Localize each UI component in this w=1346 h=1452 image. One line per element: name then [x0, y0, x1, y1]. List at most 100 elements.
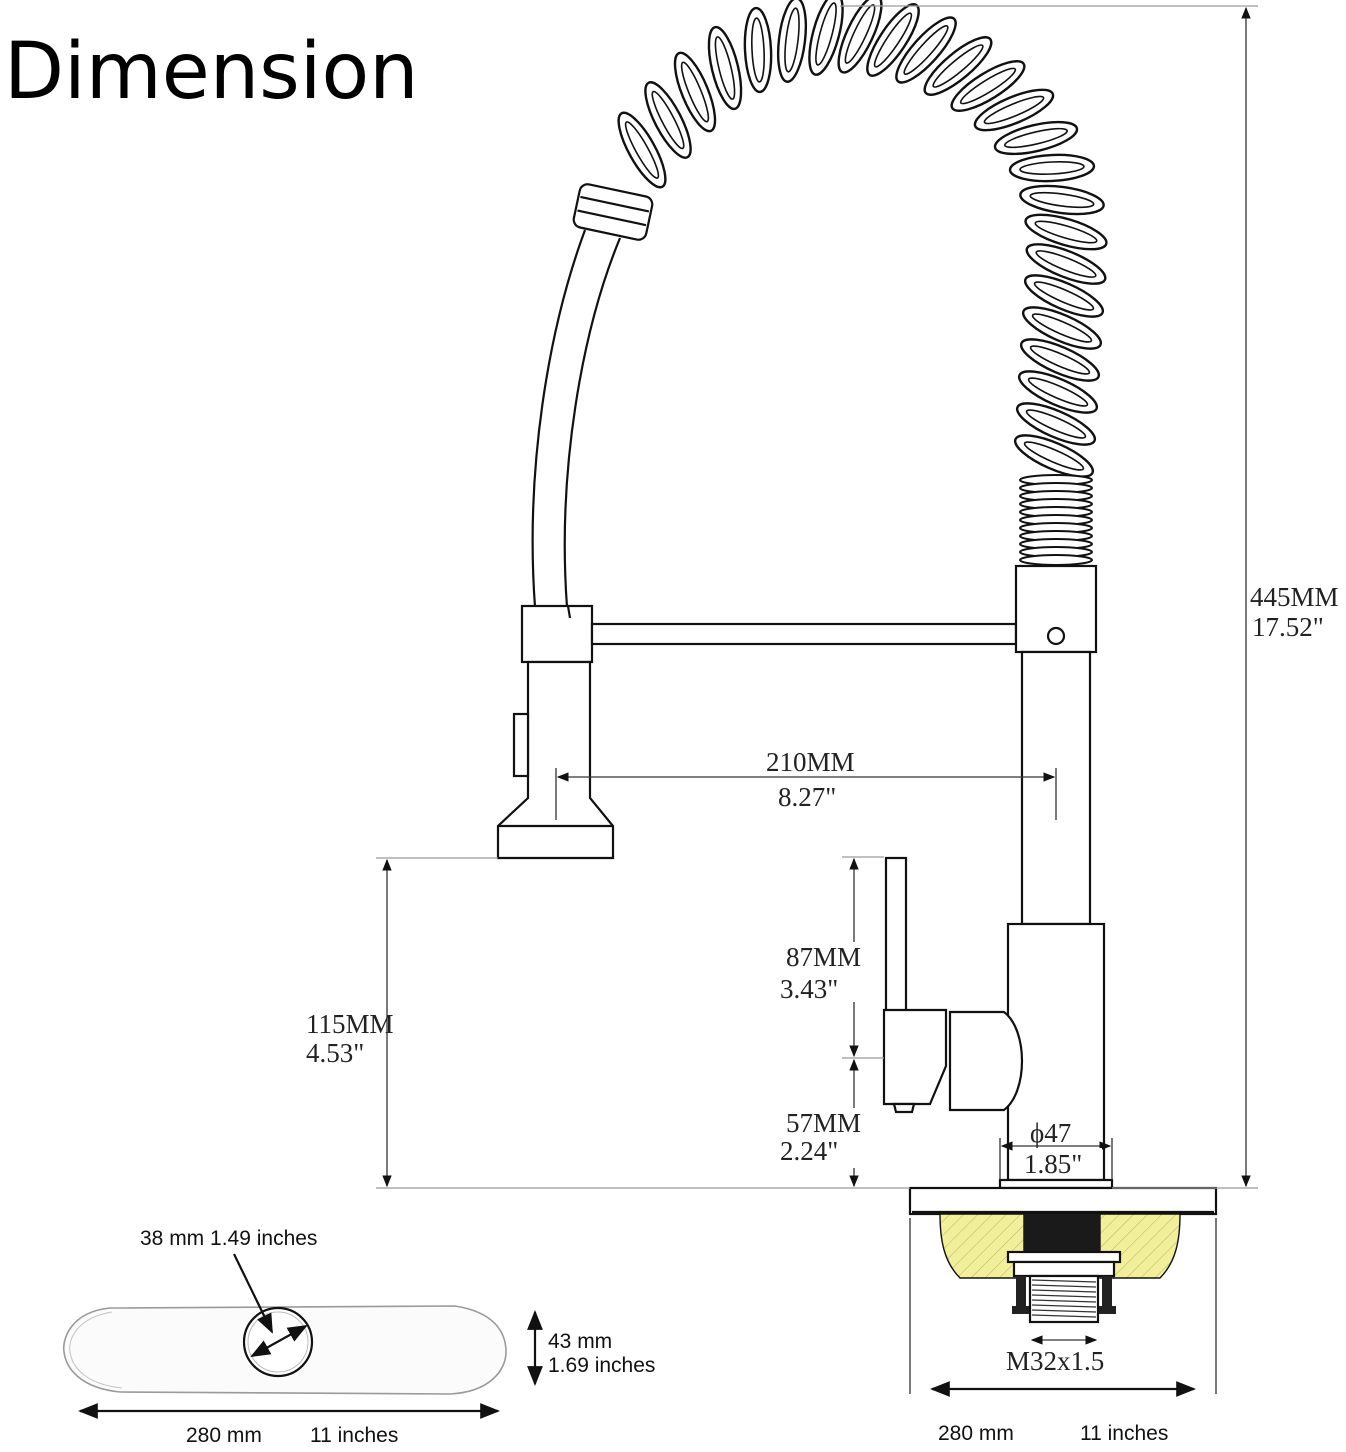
spring-loop-inner: [983, 95, 1045, 125]
spring-loop: [743, 6, 773, 94]
spring-loop: [923, 36, 993, 96]
dim-side-width: 280 mm 11 inches: [909, 1218, 1217, 1445]
spring-coil: [617, 0, 1108, 478]
handle-block: [882, 1008, 948, 1106]
thread-line: [1031, 1294, 1097, 1298]
dense-coil: [1019, 474, 1093, 566]
spray-button: [512, 712, 530, 778]
reach-mm-label: 210MM: [766, 747, 855, 777]
spring-loop-inner: [1033, 281, 1095, 311]
height-in-label: 17.52": [1252, 612, 1324, 642]
spring-loop: [1008, 153, 1096, 183]
threaded-tube: [1028, 1274, 1100, 1324]
handle-in-label: 3.43": [780, 974, 838, 1004]
spring-loop: [866, 3, 920, 77]
page-title: Dimension: [4, 27, 419, 117]
spring-loop-inner: [1004, 127, 1068, 149]
spring-loop-inner: [1035, 250, 1097, 278]
spout-mm-label: 115MM: [306, 1009, 394, 1039]
thread-line: [1031, 1299, 1097, 1303]
spring-loop-inner: [1023, 441, 1085, 471]
dim-handle: 87MM 3.43" 57MM 2.24": [780, 856, 884, 1188]
spring-loop: [973, 88, 1055, 132]
dense-coil-ring: [1019, 554, 1093, 566]
support-arm: [590, 622, 1018, 646]
spring-loop-inner: [959, 67, 1017, 105]
spring-loop-inner: [651, 90, 685, 150]
base-mm-label: 57MM: [786, 1108, 861, 1138]
spring-loop-inner: [784, 7, 800, 73]
spring-loop: [993, 120, 1079, 156]
hole-size-label: 38 mm 1.49 inches: [140, 1227, 317, 1250]
spring-loop-inner: [1031, 313, 1093, 343]
side-width-mm: 280 mm: [938, 1422, 1014, 1445]
height-mm-label: 445MM: [1250, 582, 1339, 612]
countertop-left: [939, 1213, 1025, 1279]
plate-width-in: 11 inches: [310, 1424, 398, 1447]
handle-base: [948, 1010, 1024, 1112]
spring-loop: [1021, 306, 1103, 350]
spring-loop: [1019, 338, 1101, 382]
spring-loop: [1025, 243, 1107, 285]
thread-line: [1031, 1314, 1097, 1318]
spring-loop: [1024, 213, 1108, 251]
dim-thread: M32x1.5: [1006, 1335, 1104, 1376]
reach-in-label: 8.27": [778, 782, 836, 812]
coil-connector: [1014, 564, 1098, 654]
plate-height-in: 1.69 inches: [548, 1354, 655, 1377]
spring-loop: [950, 60, 1026, 112]
spring-loop: [707, 25, 743, 111]
dim-base-diameter: ϕ47 1.85": [999, 1118, 1113, 1180]
dim-reach: 210MM 8.27": [555, 747, 1057, 820]
base-in-label: 2.24": [780, 1136, 838, 1166]
spray-head: [496, 660, 615, 860]
dim-overall-height: 445MM 17.52": [840, 5, 1339, 1189]
thread-label: M32x1.5: [1006, 1346, 1104, 1376]
spring-loop-inner: [680, 61, 710, 123]
spring-loop: [617, 111, 667, 189]
spring-loop-inner: [1019, 161, 1085, 175]
faucet-drawing: [496, 0, 1218, 1324]
spring-loop: [1023, 274, 1105, 318]
side-width-in: 11 inches: [1080, 1422, 1168, 1445]
spring-loop: [644, 81, 692, 159]
spring-loop: [1017, 370, 1099, 414]
spring-loop-inner: [903, 25, 949, 75]
spout-in-label: 4.53": [306, 1038, 364, 1068]
handle-lever: [884, 856, 908, 1014]
spring-loop-inner: [815, 2, 837, 66]
spring-loop-inner: [624, 121, 660, 179]
spring-loop-inner: [1034, 220, 1098, 244]
deck-plate-side: [908, 1186, 1218, 1216]
diameter-in-label: 1.85": [1024, 1149, 1082, 1179]
thread-line: [1031, 1309, 1097, 1313]
spring-loop-inner: [932, 44, 984, 88]
spring-loop: [837, 0, 883, 74]
thread-line: [1031, 1284, 1097, 1288]
thread-line: [1031, 1304, 1097, 1308]
spring-loop-inner: [873, 12, 913, 68]
spout-holder: [520, 604, 594, 664]
deck-plate-top-view: 38 mm 1.49 inches 43 mm 1.69 inches 280 …: [62, 1227, 655, 1447]
spring-loop: [1013, 434, 1095, 478]
spring-loop-inner: [1027, 377, 1089, 407]
plate-width-mm: 280 mm: [186, 1424, 262, 1447]
spring-loop-inner: [714, 36, 736, 100]
spring-loop: [1015, 402, 1097, 446]
diameter-mm-label: ϕ47: [1030, 1118, 1071, 1148]
spring-loop-inner: [751, 17, 765, 83]
hose-collar: [572, 183, 654, 241]
thread-line: [1031, 1289, 1097, 1293]
spring-loop-inner: [844, 4, 876, 64]
spring-loop-inner: [1025, 409, 1087, 439]
spring-loop: [808, 0, 844, 76]
spring-loop-inner: [1029, 345, 1091, 375]
plate-height-mm: 43 mm: [548, 1330, 612, 1353]
spring-loop: [895, 16, 957, 84]
spring-loop-inner: [1029, 191, 1095, 209]
spring-loop: [673, 51, 717, 133]
spring-loop: [1019, 184, 1105, 216]
handle-mm-label: 87MM: [786, 942, 861, 972]
thread-line: [1031, 1279, 1097, 1283]
